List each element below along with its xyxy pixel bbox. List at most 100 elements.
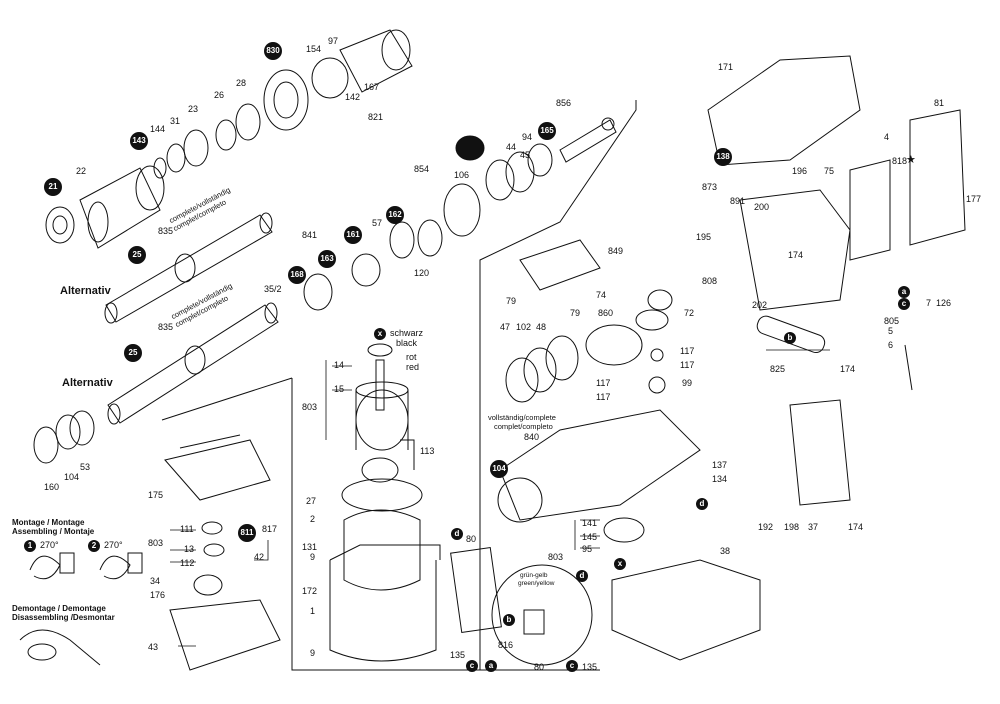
part-117-d: 117 bbox=[596, 392, 611, 402]
part-144: 144 bbox=[150, 124, 166, 134]
part-22: 22 bbox=[76, 166, 87, 176]
montage-title-1: Montage / Montage bbox=[12, 518, 85, 527]
rotation-angle-2: 270° bbox=[104, 540, 123, 550]
alternativ-label-b: Alternativ bbox=[62, 377, 113, 389]
wire-red-de: rot bbox=[406, 352, 417, 362]
marker-a-2: a bbox=[898, 286, 910, 298]
callout-811: 811 bbox=[238, 524, 256, 542]
part-72: 72 bbox=[684, 308, 695, 318]
part-160: 160 bbox=[44, 482, 60, 492]
part-142: 142 bbox=[345, 92, 361, 102]
wire-black-en: black bbox=[396, 338, 418, 348]
spindle-lower bbox=[107, 302, 279, 425]
assembly-instructions bbox=[19, 552, 143, 666]
part-117-b: 117 bbox=[680, 360, 695, 370]
callout-25-b: 25 bbox=[124, 344, 142, 362]
part-835-a: 835 bbox=[158, 226, 174, 236]
callout-104: 104 bbox=[490, 460, 508, 478]
marker-d-3: d bbox=[696, 498, 708, 510]
part-94: 94 bbox=[522, 132, 533, 142]
part-80-b: 80 bbox=[534, 662, 545, 672]
callout-138: 138 bbox=[714, 148, 732, 166]
part-803-c: 803 bbox=[548, 552, 564, 562]
part-818: 818 bbox=[892, 156, 908, 166]
part-81: 81 bbox=[934, 98, 945, 108]
part-4: 4 bbox=[884, 132, 890, 142]
part-145: 145 bbox=[582, 532, 598, 542]
part-841: 841 bbox=[302, 230, 318, 240]
callout-25-a: 25 bbox=[128, 246, 146, 264]
wire-green-yellow-en: green/yellow bbox=[518, 580, 555, 587]
part-803-b: 803 bbox=[148, 538, 164, 548]
spindle-upper bbox=[104, 212, 273, 324]
part-2: 2 bbox=[310, 514, 316, 524]
part-176: 176 bbox=[150, 590, 166, 600]
part-113: 113 bbox=[420, 446, 435, 456]
demontage-title-2: Disassembling /Desmontar bbox=[12, 613, 115, 622]
part-14: 14 bbox=[334, 360, 345, 370]
note-vollstaendig-2: complet/completo bbox=[494, 422, 553, 431]
callout-168: 168 bbox=[288, 266, 306, 284]
part-126: 126 bbox=[936, 298, 952, 308]
part-34: 34 bbox=[150, 576, 161, 586]
part-174-a: 174 bbox=[788, 250, 804, 260]
part-5: 5 bbox=[888, 326, 894, 336]
part-154: 154 bbox=[306, 44, 322, 54]
part-80-a: 80 bbox=[466, 534, 477, 544]
marker-c-3: c bbox=[898, 298, 910, 310]
part-27: 27 bbox=[306, 496, 317, 506]
part-95: 95 bbox=[582, 544, 593, 554]
section-frame-left bbox=[161, 377, 293, 421]
part-135-a: 135 bbox=[450, 650, 466, 660]
part-196: 196 bbox=[792, 166, 808, 176]
part-135-b: 135 bbox=[582, 662, 598, 672]
part-79-a: 79 bbox=[506, 296, 517, 306]
marker-x-2: x bbox=[614, 558, 626, 570]
part-171: 171 bbox=[718, 62, 734, 72]
part-35-2: 35/2 bbox=[264, 284, 282, 294]
part-26: 26 bbox=[214, 90, 225, 100]
part-42: 42 bbox=[254, 552, 265, 562]
gear-housing bbox=[497, 239, 761, 661]
callout-830: 830 bbox=[264, 42, 282, 60]
part-891: 891 bbox=[730, 196, 746, 206]
switch-module bbox=[450, 547, 593, 666]
part-117-c: 117 bbox=[596, 378, 611, 388]
part-873: 873 bbox=[702, 182, 718, 192]
marker-a-1: a bbox=[485, 660, 497, 672]
part-79-b: 79 bbox=[570, 308, 581, 318]
part-45: 45 bbox=[520, 150, 531, 160]
part-44: 44 bbox=[506, 142, 517, 152]
part-106: 106 bbox=[454, 170, 470, 180]
part-74: 74 bbox=[596, 290, 607, 300]
callout-161: 161 bbox=[344, 226, 362, 244]
montage-title-2: Assembling / Montaje bbox=[12, 527, 95, 536]
part-28: 28 bbox=[236, 78, 247, 88]
marker-c-1: c bbox=[466, 660, 478, 672]
part-192: 192 bbox=[758, 522, 774, 532]
part-172: 172 bbox=[302, 586, 318, 596]
part-195: 195 bbox=[696, 232, 712, 242]
part-43: 43 bbox=[148, 642, 159, 652]
part-856: 856 bbox=[556, 98, 572, 108]
part-9-b: 9 bbox=[310, 648, 316, 658]
part-835-b: 835 bbox=[158, 322, 174, 332]
part-104: 104 bbox=[64, 472, 80, 482]
part-174-b: 174 bbox=[840, 364, 856, 374]
part-803-a: 803 bbox=[302, 402, 318, 412]
part-849: 849 bbox=[608, 246, 624, 256]
marker-x-1: x bbox=[374, 328, 386, 340]
part-37: 37 bbox=[808, 522, 819, 532]
part-177: 177 bbox=[966, 194, 982, 204]
part-48: 48 bbox=[536, 322, 547, 332]
part-9-a: 9 bbox=[310, 552, 316, 562]
part-99: 99 bbox=[682, 378, 693, 388]
part-840: 840 bbox=[524, 432, 540, 442]
part-860: 860 bbox=[598, 308, 614, 318]
alternativ-label-a: Alternativ bbox=[60, 285, 111, 297]
part-808: 808 bbox=[702, 276, 718, 286]
marker-d-1: d bbox=[451, 528, 463, 540]
part-141: 141 bbox=[582, 518, 598, 528]
part-854: 854 bbox=[414, 164, 430, 174]
